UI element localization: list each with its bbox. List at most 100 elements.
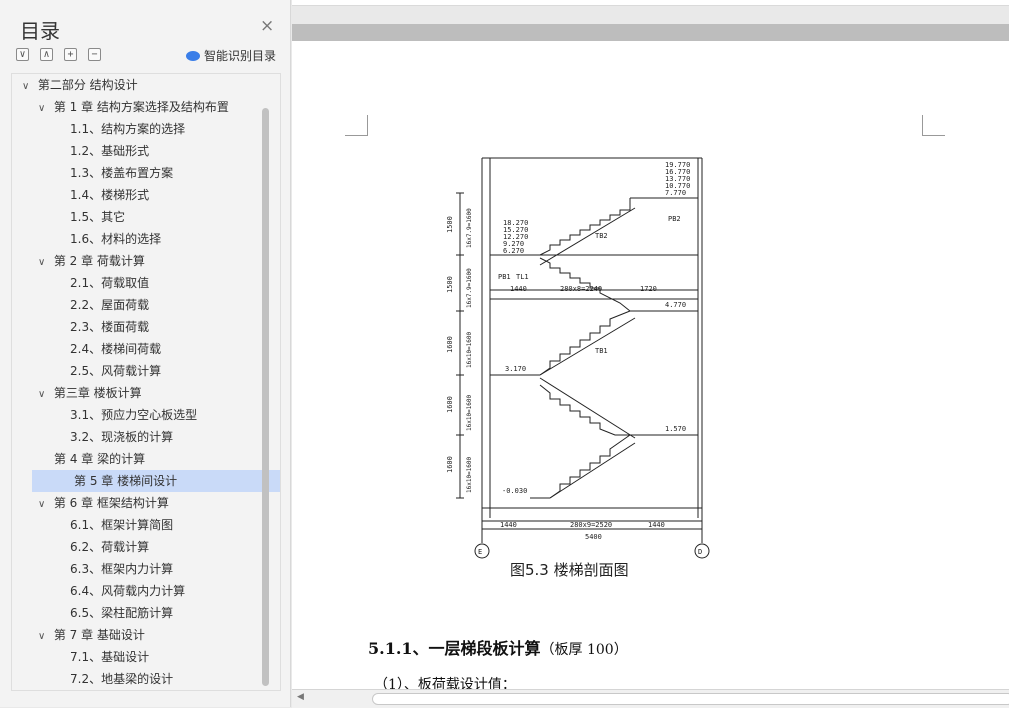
elevation-label: 16.770 xyxy=(665,168,690,176)
total-dim-label: 5400 xyxy=(585,533,602,541)
close-icon[interactable]: × xyxy=(260,16,275,36)
scroll-thumb[interactable] xyxy=(372,693,1009,705)
toc-item-label: 6.4、风荷载内力计算 xyxy=(70,584,186,598)
toc-item[interactable]: 3.1、预应力空心板选型 xyxy=(12,404,262,426)
scroll-left-icon[interactable]: ◀ xyxy=(297,692,304,702)
axis-label-right: D xyxy=(698,548,702,556)
elevation-label: 19.770 xyxy=(665,161,690,169)
dim-label: 1440 xyxy=(648,521,665,529)
dim-formula: 16x10=1600 xyxy=(466,331,473,368)
toc-item[interactable]: 第 4 章 梁的计算 xyxy=(12,448,278,470)
elevation-label: -0.030 xyxy=(502,487,527,495)
toc-item-label: 第 2 章 荷载计算 xyxy=(53,254,145,268)
dim-formula: 16x7.9=1600 xyxy=(466,268,473,308)
toc-item[interactable]: 1.5、其它 xyxy=(12,206,262,228)
toc-item[interactable]: ∨ 第 2 章 荷载计算 xyxy=(12,250,262,272)
toc-item[interactable]: ∨ 第 6 章 框架结构计算 xyxy=(12,492,262,514)
toc-sidebar: 目录 × ∨ ∧ + − 智能识别目录 ∨ 第二部分 结构设计∨ 第 1 章 结… xyxy=(0,0,291,707)
member-tag: TL1 xyxy=(516,273,529,281)
toc-item[interactable]: 1.4、楼梯形式 xyxy=(12,184,262,206)
collapse-all-icon[interactable]: ∨ xyxy=(16,48,29,61)
toc-item[interactable]: 3.2、现浇板的计算 xyxy=(12,426,262,448)
dim-label: 280x8=2240 xyxy=(560,285,602,293)
toc-item-label: 6.1、框架计算简图 xyxy=(70,518,174,532)
toc-item[interactable]: 6.1、框架计算简图 xyxy=(12,514,262,536)
toc-item-label: 第二部分 结构设计 xyxy=(37,78,138,92)
section-heading: 5.1.1、一层梯段板计算（板厚 100） xyxy=(368,635,628,659)
toc-item[interactable]: 2.4、楼梯间荷载 xyxy=(12,338,262,360)
elevation-label: 3.170 xyxy=(505,365,526,373)
dim-formula: 16x7.9=1600 xyxy=(466,208,473,248)
dim-label: 1500 xyxy=(446,216,454,233)
toc-item[interactable]: 6.3、框架内力计算 xyxy=(12,558,262,580)
elevation-label: 4.770 xyxy=(665,301,686,309)
toc-item[interactable]: ∨ 第二部分 结构设计 xyxy=(12,74,262,96)
toc-item-label: 第 4 章 梁的计算 xyxy=(54,452,146,466)
toc-item-label: 6.2、荷载计算 xyxy=(70,540,150,554)
dim-label: 1440 xyxy=(510,285,527,293)
chevron-down-icon[interactable]: ∨ xyxy=(38,631,46,642)
toc-item-label: 6.5、梁柱配筋计算 xyxy=(70,606,174,620)
dim-label: 1600 xyxy=(446,336,454,353)
toc-title: 目录 xyxy=(20,19,60,43)
toc-item[interactable]: 6.2、荷载计算 xyxy=(12,536,262,558)
toc-scrollbar[interactable] xyxy=(262,108,269,686)
dim-label: 280x9=2520 xyxy=(570,521,612,529)
expand-all-icon[interactable]: ∧ xyxy=(40,48,53,61)
smart-toc-button[interactable]: 智能识别目录 xyxy=(186,47,276,64)
chevron-down-icon[interactable]: ∨ xyxy=(38,499,46,510)
toc-item[interactable]: 6.5、梁柱配筋计算 xyxy=(12,602,262,624)
toc-item-label: 第 1 章 结构方案选择及结构布置 xyxy=(53,100,229,114)
remove-heading-icon[interactable]: − xyxy=(88,48,101,61)
toc-item-label: 2.1、荷载取值 xyxy=(70,276,150,290)
toc-item[interactable]: 第 5 章 楼梯间设计 xyxy=(32,470,280,492)
dim-label: 1500 xyxy=(446,276,454,293)
chevron-down-icon[interactable]: ∨ xyxy=(38,257,46,268)
add-heading-icon[interactable]: + xyxy=(64,48,77,61)
dim-label: 1600 xyxy=(446,396,454,413)
chevron-down-icon[interactable]: ∨ xyxy=(38,103,46,114)
cloud-icon xyxy=(186,50,200,61)
body-text: （1）、板荷载设计值： xyxy=(374,677,516,689)
top-ruler xyxy=(292,0,1009,6)
dim-formula: 16x10=1600 xyxy=(466,394,473,431)
toc-item[interactable]: 2.3、楼面荷载 xyxy=(12,316,262,338)
page-gap xyxy=(292,24,1009,41)
toc-item-label: 第 6 章 框架结构计算 xyxy=(53,496,169,510)
toc-item[interactable]: 1.6、材料的选择 xyxy=(12,228,262,250)
horizontal-scrollbar[interactable]: ◀ xyxy=(292,689,1009,708)
toc-item[interactable]: 1.2、基础形式 xyxy=(12,140,262,162)
toc-item[interactable]: 1.1、结构方案的选择 xyxy=(12,118,262,140)
toc-item[interactable]: 7.1、基础设计 xyxy=(12,646,262,668)
toc-item[interactable]: 2.5、风荷载计算 xyxy=(12,360,262,382)
toc-item-label: 第 7 章 基础设计 xyxy=(53,628,145,642)
toc-item[interactable]: ∨ 第三章 楼板计算 xyxy=(12,382,262,404)
toc-item-label: 7.2、地基梁的设计 xyxy=(70,672,174,686)
toc-item-label: 2.5、风荷载计算 xyxy=(70,364,162,378)
elevation-label: 13.770 xyxy=(665,175,690,183)
document-area: 19.770 16.770 13.770 10.770 7.770 18.270… xyxy=(292,0,1009,708)
member-tag: PB1 xyxy=(498,273,511,281)
toc-item[interactable]: 2.1、荷载取值 xyxy=(12,272,262,294)
smart-toc-label: 智能识别目录 xyxy=(204,49,277,63)
chevron-down-icon[interactable]: ∨ xyxy=(22,81,30,92)
toc-item[interactable]: 7.2、地基梁的设计 xyxy=(12,668,262,690)
toc-item-label: 第三章 楼板计算 xyxy=(53,386,142,400)
toc-item[interactable]: 2.2、屋面荷载 xyxy=(12,294,262,316)
toc-item[interactable]: 1.3、楼盖布置方案 xyxy=(12,162,262,184)
elevation-label: 9.270 xyxy=(503,240,524,248)
chevron-down-icon[interactable]: ∨ xyxy=(38,389,46,400)
dim-label: 1440 xyxy=(500,521,517,529)
toc-item[interactable]: ∨ 第 1 章 结构方案选择及结构布置 xyxy=(12,96,262,118)
dim-label: 1600 xyxy=(446,456,454,473)
toc-item[interactable]: ∨ 第 7 章 基础设计 xyxy=(12,624,262,646)
elevation-label: 7.770 xyxy=(665,189,686,197)
member-tag: PB2 xyxy=(668,215,681,223)
toc-item-label: 6.3、框架内力计算 xyxy=(70,562,174,576)
figure-caption: 图5.3 楼梯剖面图 xyxy=(510,561,629,579)
toc-item[interactable]: 6.4、风荷载内力计算 xyxy=(12,580,262,602)
toc-item-label: 2.3、楼面荷载 xyxy=(70,320,150,334)
section-note: （板厚 100） xyxy=(540,642,628,658)
toc-item-label: 7.1、基础设计 xyxy=(70,650,150,664)
